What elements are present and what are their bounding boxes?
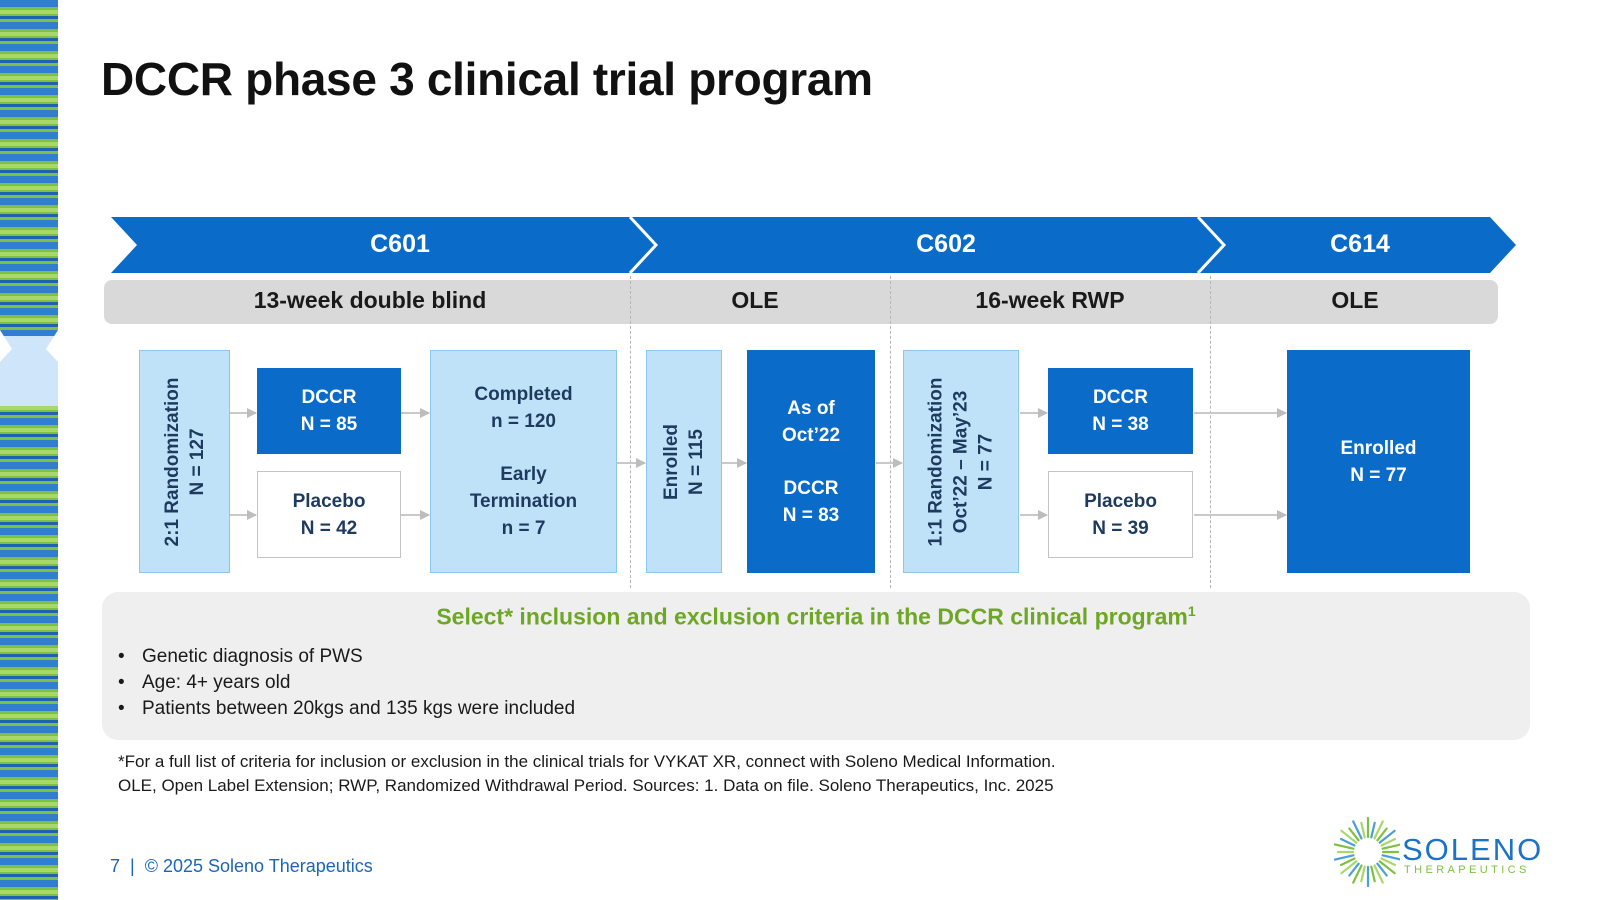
divider [890,276,891,588]
enrolled-label: Enrolled [1340,437,1417,459]
logo-subtitle: THERAPEUTICS [1404,864,1530,876]
completed-label: Completed [474,384,573,405]
logo-ray [1360,821,1366,839]
enrolled-label: Enrolled [661,423,682,500]
logo-ray [1373,864,1384,884]
criteria-item: Age: 4+ years old [118,670,575,696]
arm-n: N = 38 [1092,414,1149,435]
phase-ole-2: OLE [1331,287,1379,313]
logo-ray [1378,860,1396,875]
c602-arrow [630,217,1224,273]
c614-label: C614 [1330,230,1390,258]
logo-ray [1334,843,1355,850]
as-of-date: Oct’22 [781,424,841,446]
randomization-box-c601: 2:1 Randomization N = 127 [139,350,230,573]
randomization-n: N = 127 [186,427,208,496]
logo-ray [1340,860,1358,875]
placebo-arm-c601: Placebo N = 42 [257,471,401,558]
enrolled-box-c602: Enrolled N = 115 [646,350,722,573]
logo-ray [1381,854,1400,861]
criteria-title: Select* inclusion and exclusion criteria… [102,603,1530,631]
arm-label: Placebo [1084,490,1157,512]
arm-n: N = 39 [1092,517,1149,539]
logo-ray [1370,865,1376,883]
logo-ray [1348,827,1360,842]
placebo-arm-rwp: Placebo N = 39 [1048,471,1193,558]
dccr-arm-rwp: DCCR N = 38 [1048,368,1193,454]
phase-ole-1: OLE [731,287,779,313]
arm-n: N = 85 [300,414,358,435]
c601-arrow [111,217,656,273]
randomization-box-rwp: 1:1 Randomization Oct’22 – May’23 N = 77 [903,350,1019,573]
enrolled-n: N = 115 [686,428,707,495]
logo-ray [1334,854,1355,861]
logo-ray [1380,857,1397,867]
enrolled-box-c614: Enrolled N = 77 [1287,350,1470,573]
completion-box: Completed n = 120 Early Termination n = … [430,350,617,573]
as-of-dccr-label: DCCR [783,477,839,499]
as-of-box: As of Oct’22 DCCR N = 83 [747,350,875,573]
arm-label: DCCR [1093,387,1148,408]
slide-title: DCCR phase 3 clinical trial program [101,53,873,105]
logo-ray [1360,865,1366,883]
c601-label: C601 [370,230,430,258]
arm-n: N = 42 [300,517,358,539]
logo-ray [1339,857,1356,867]
randomization-ratio: 1:1 Randomization [925,377,947,546]
logo-ray [1373,820,1384,840]
as-of-label: As of [787,397,835,419]
slide-footer: 7 | © 2025 Soleno Therapeutics [110,856,373,876]
logo-ray [1376,862,1388,877]
enrolled-n: N = 77 [1350,464,1407,486]
divider [1210,276,1211,588]
arm-label: Placebo [292,490,366,512]
logo-ray [1339,837,1356,847]
randomization-ratio: 2:1 Randomization [161,377,183,546]
criteria-item: Genetic diagnosis of PWS [118,644,575,670]
phase-rwp: 16-week RWP [975,287,1125,313]
criteria-footnote-ref: 1 [1187,603,1196,619]
logo-ray [1370,821,1376,839]
criteria-item: Patients between 20kgs and 135 kgs were … [118,696,575,722]
logo-wordmark: SOLENO [1402,832,1544,867]
logo-ray [1340,829,1358,844]
randomization-n: N = 77 [975,433,997,490]
completed-n: n = 120 [491,411,556,432]
arm-label: DCCR [301,387,357,408]
footnote-abbreviations: OLE, Open Label Extension; RWP, Randomiz… [118,776,1054,795]
soleno-logo-mark [1334,816,1400,888]
logo-ray [1378,829,1396,844]
as-of-dccr-n: N = 83 [782,504,840,526]
footnote-criteria: *For a full list of criteria for inclusi… [118,752,1056,771]
early-termination-label: Early [500,464,547,485]
divider [630,276,631,588]
early-termination-n: n = 7 [501,518,546,539]
criteria-title-text: Select* inclusion and exclusion criteria… [436,603,1188,630]
early-termination-label: Termination [469,491,578,512]
phase-double-blind: 13-week double blind [253,287,487,313]
logo-ray [1376,827,1388,842]
randomization-period: Oct’22 – May’23 [950,390,972,533]
criteria-list: Genetic diagnosis of PWS Age: 4+ years o… [118,644,575,722]
logo-ray [1348,862,1360,877]
logo-ray [1352,864,1363,884]
phase-bar [104,280,1498,324]
logo-ray [1381,843,1400,850]
dccr-arm-c601: DCCR N = 85 [257,368,401,454]
c602-label: C602 [916,230,976,258]
logo-ray [1380,837,1397,847]
decorative-stripe [0,0,58,900]
logo-ray [1352,820,1363,840]
c614-arrow [1198,217,1516,273]
